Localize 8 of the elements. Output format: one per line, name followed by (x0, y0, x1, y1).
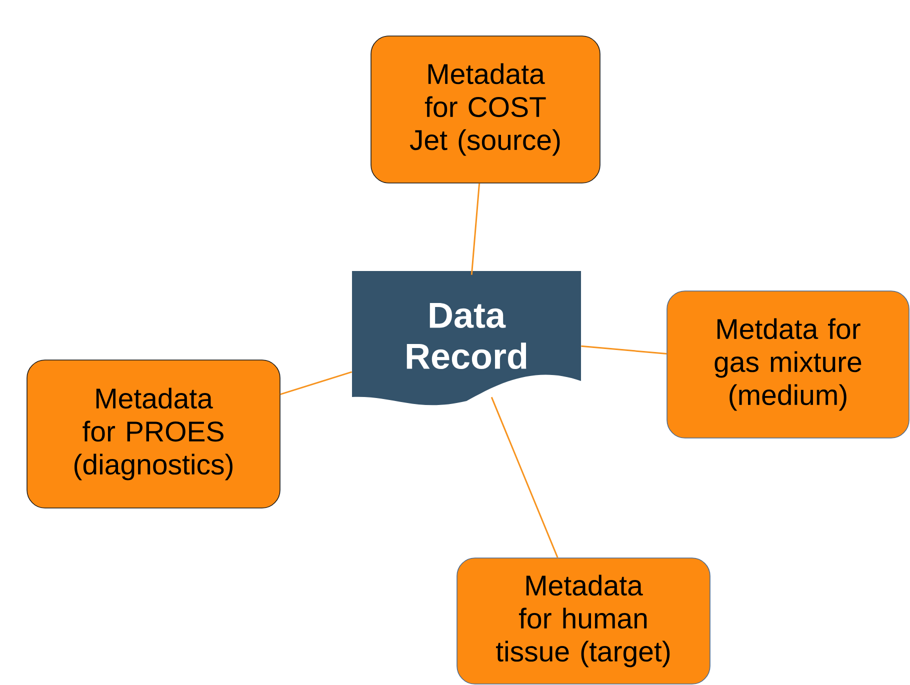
process-box: Metdata for gas mixture (medium) (666, 290, 910, 438)
connector-line (581, 345, 667, 355)
connector-line (280, 371, 352, 396)
connector-line (490, 396, 558, 558)
process-box: Metadata for PROES (diagnostics) (26, 360, 280, 508)
process-box: Metadata for human tissue (target) (456, 558, 710, 684)
process-box: Metadata for COST Jet (source) (370, 36, 600, 184)
connector-line (470, 183, 480, 275)
